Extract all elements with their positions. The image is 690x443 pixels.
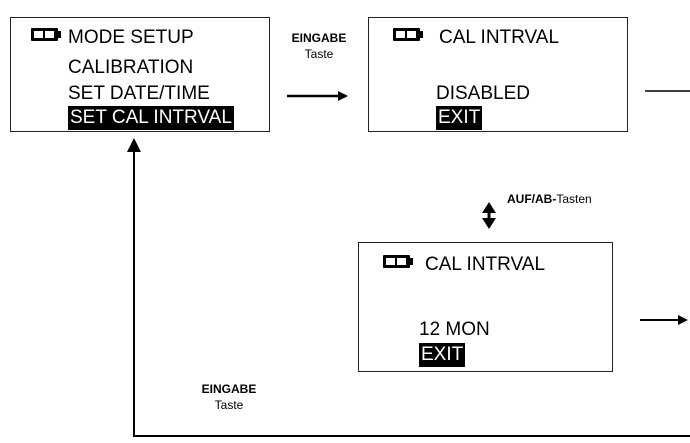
enter-key-label-text: Taste bbox=[214, 398, 244, 412]
battery-icon-terminal bbox=[410, 258, 413, 265]
enter-key-label-top: EINGABE Taste bbox=[280, 30, 358, 62]
return-path-line bbox=[133, 150, 690, 437]
updown-keys-label: AUF/AB-Tasten bbox=[507, 191, 592, 207]
interval-value: 12 MON bbox=[419, 319, 490, 340]
updown-arrow-head-down bbox=[482, 218, 496, 229]
enter-key-label-text: Taste bbox=[304, 47, 334, 61]
cal-intrval-disabled-screen: CAL INTRVAL DISABLED EXIT bbox=[368, 17, 628, 132]
cal-intrval-12-mon-screen: CAL INTRVAL 12 MON EXIT bbox=[358, 242, 613, 372]
mode-setup-screen: MODE SETUP CALIBRATION SET DATE/TIME SET… bbox=[10, 17, 270, 132]
enter-key-label-bold: EINGABE bbox=[291, 31, 347, 45]
menu-item-set-cal-intrval: SET CAL INTRVAL bbox=[68, 106, 234, 130]
enter-key-label-bold: EINGABE bbox=[201, 382, 257, 396]
updown-keys-label-text: Tasten bbox=[556, 192, 592, 206]
return-arrow-head-up bbox=[127, 138, 141, 152]
enter-key-label-bottom: EINGABE Taste bbox=[190, 381, 268, 413]
battery-icon bbox=[31, 28, 58, 41]
menu-item-set-date-time: SET DATE/TIME bbox=[68, 83, 210, 104]
interval-value: DISABLED bbox=[436, 83, 530, 104]
battery-icon-terminal bbox=[420, 31, 423, 38]
exit-option: EXIT bbox=[436, 106, 483, 130]
menu-title: MODE SETUP bbox=[68, 27, 194, 48]
battery-icon-terminal bbox=[58, 31, 61, 38]
screen-title: CAL INTRVAL bbox=[439, 27, 560, 48]
updown-keys-label-bold: AUF/AB- bbox=[507, 192, 557, 206]
screen-title: CAL INTRVAL bbox=[425, 254, 546, 275]
battery-icon bbox=[383, 255, 410, 268]
exit-option: EXIT bbox=[419, 343, 466, 367]
menu-item-calibration: CALIBRATION bbox=[68, 57, 194, 78]
battery-icon bbox=[393, 28, 420, 41]
